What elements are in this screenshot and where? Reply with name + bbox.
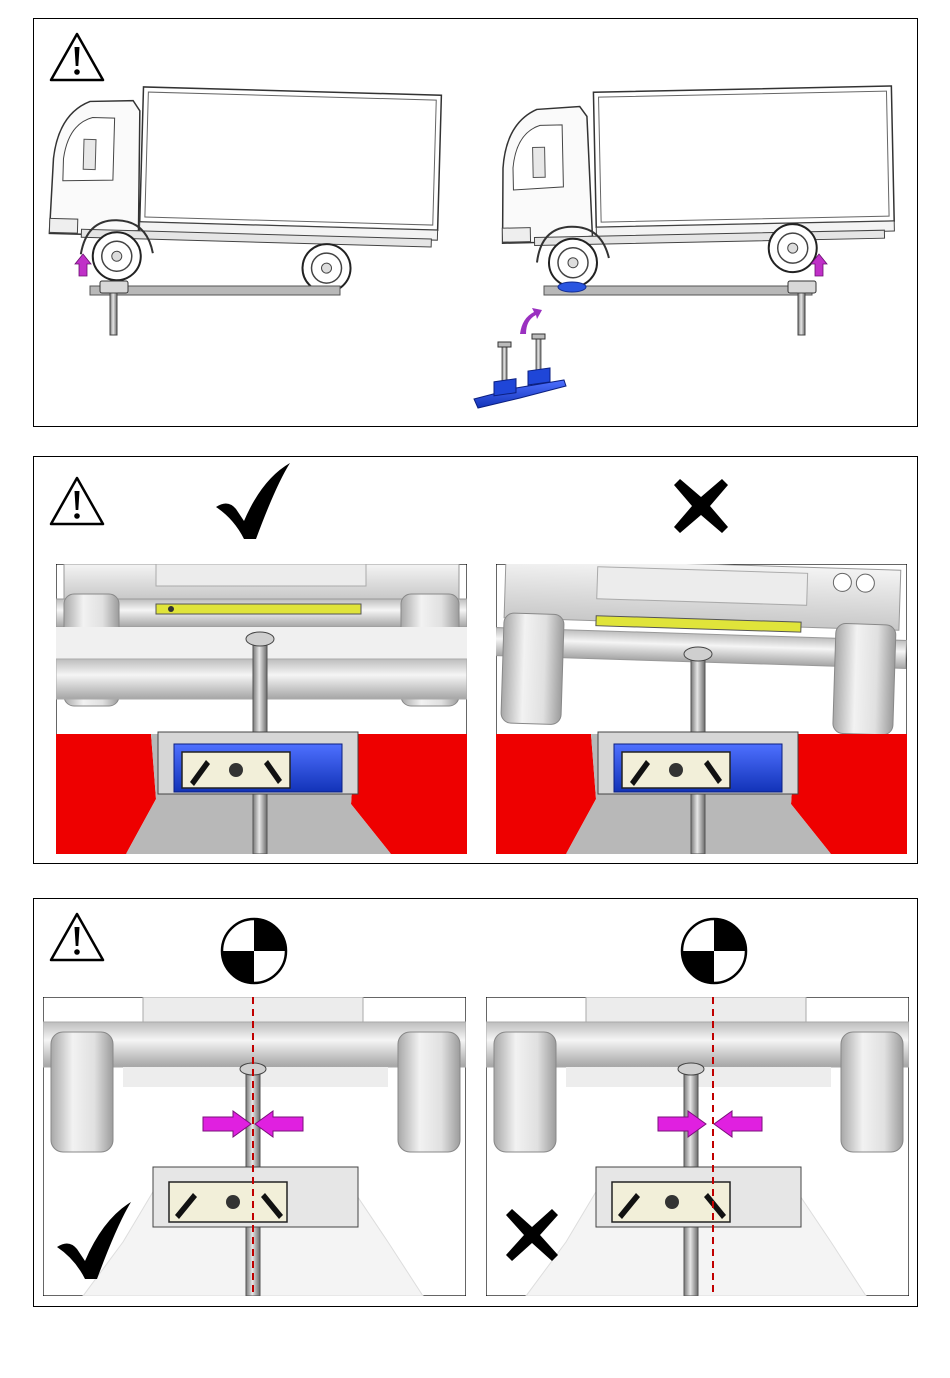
center-of-gravity-icon	[219, 916, 289, 986]
level-correct-scene	[56, 564, 467, 854]
warning-triangle-icon	[48, 31, 106, 83]
level-check-panel	[33, 456, 918, 864]
jack-pair-illustration	[464, 304, 584, 419]
lift-arrow-icon	[75, 254, 91, 276]
level-incorrect-scene	[496, 564, 907, 854]
center-of-gravity-icon	[679, 916, 749, 986]
checkmark-icon	[214, 461, 294, 543]
lift-procedure-panel	[33, 18, 918, 427]
truck-front-lifted-illustration	[42, 84, 462, 344]
alignment-correct-scene	[43, 997, 466, 1296]
center-alignment-panel	[33, 898, 918, 1307]
cross-icon	[670, 475, 732, 537]
alignment-incorrect-scene	[486, 997, 909, 1296]
curved-arrow-icon	[520, 308, 542, 334]
warning-triangle-icon	[48, 475, 106, 527]
warning-triangle-icon	[48, 911, 106, 963]
